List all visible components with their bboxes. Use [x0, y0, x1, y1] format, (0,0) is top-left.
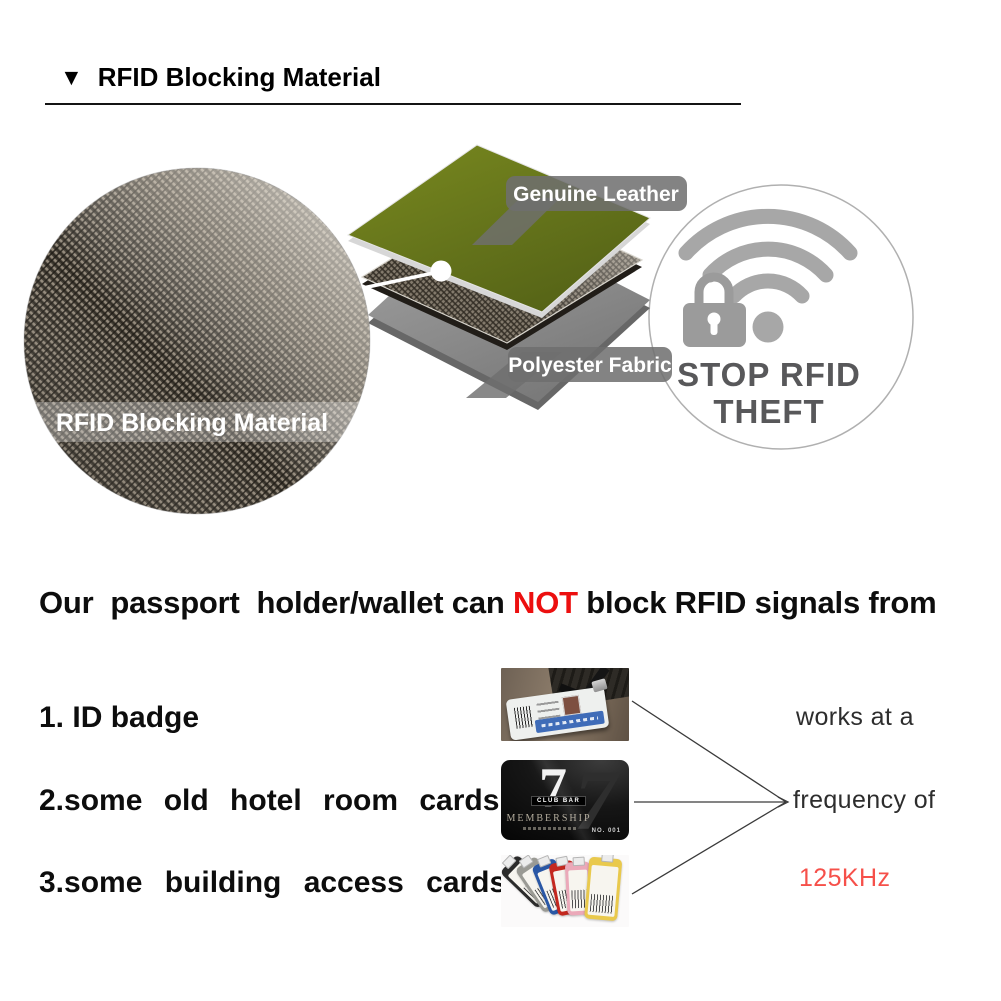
header-underline [45, 103, 741, 105]
card-membership-text: MEMBERSHIP [501, 813, 597, 824]
frequency-connector-lines [631, 700, 790, 895]
stop-rfid-badge: STOP RFID THEFT [648, 184, 914, 450]
frequency-note-line1: works at a [796, 703, 914, 731]
polyester-fabric-label: Polyester Fabric [466, 347, 672, 398]
rfid-blocking-material-text: RFID Blocking Material [56, 409, 328, 437]
genuine-leather-text: Genuine Leather [513, 183, 679, 206]
black-card: 7 7 CLUB BAR MEMBERSHIP NO. 001 [501, 760, 629, 840]
zoom-connector [362, 260, 452, 290]
statement-prefix: Our passport holder/wallet can [39, 585, 514, 620]
page-title: RFID Blocking Material [97, 62, 381, 92]
triangle-marker-icon: ▼ [60, 64, 83, 90]
list-item-id-badge: 1. ID badge [39, 701, 200, 734]
id-badge-photo [501, 668, 629, 741]
badge-card [505, 678, 610, 741]
genuine-leather-label: Genuine Leather [472, 176, 687, 245]
card-gloss [501, 760, 629, 840]
wifi-icon [678, 208, 858, 304]
statement-not-highlight: NOT [513, 585, 578, 620]
card-club-text: CLUB BAR [531, 796, 587, 806]
portrait-photo [561, 694, 582, 717]
theft-text: THEFT [713, 393, 824, 430]
frequency-value: 125KHz [799, 864, 891, 892]
circle-label-band [24, 402, 370, 442]
list-item-hotel-cards: 2.some old hotel room cards [39, 784, 500, 817]
section-header: ▼ RFID Blocking Material [60, 62, 381, 93]
list-item-access-cards: 3.some building access cards [39, 866, 507, 899]
stop-rfid-text: STOP RFID [677, 356, 861, 393]
padlock-icon [683, 272, 746, 347]
card-holder-yellow [584, 855, 623, 922]
frequency-note-line2: frequency of [793, 786, 936, 814]
statement-text: Our passport holder/wallet can NOT block… [39, 585, 937, 621]
arrowhead-icon [777, 796, 790, 808]
barcode [513, 705, 534, 729]
fabric-zoom-circle: RFID Blocking Material [23, 167, 371, 515]
access-cards-photo [501, 855, 629, 927]
statement-suffix: block RFID signals from [577, 585, 937, 620]
card-subline [523, 827, 577, 830]
wifi-dot-icon [752, 311, 784, 343]
hotel-club-card-photo: 7 7 CLUB BAR MEMBERSHIP NO. 001 [500, 757, 630, 843]
card-big-digit: 7 [539, 760, 567, 820]
polyester-fabric-text: Polyester Fabric [508, 354, 672, 377]
card-number-text: NO. 001 [592, 828, 621, 834]
